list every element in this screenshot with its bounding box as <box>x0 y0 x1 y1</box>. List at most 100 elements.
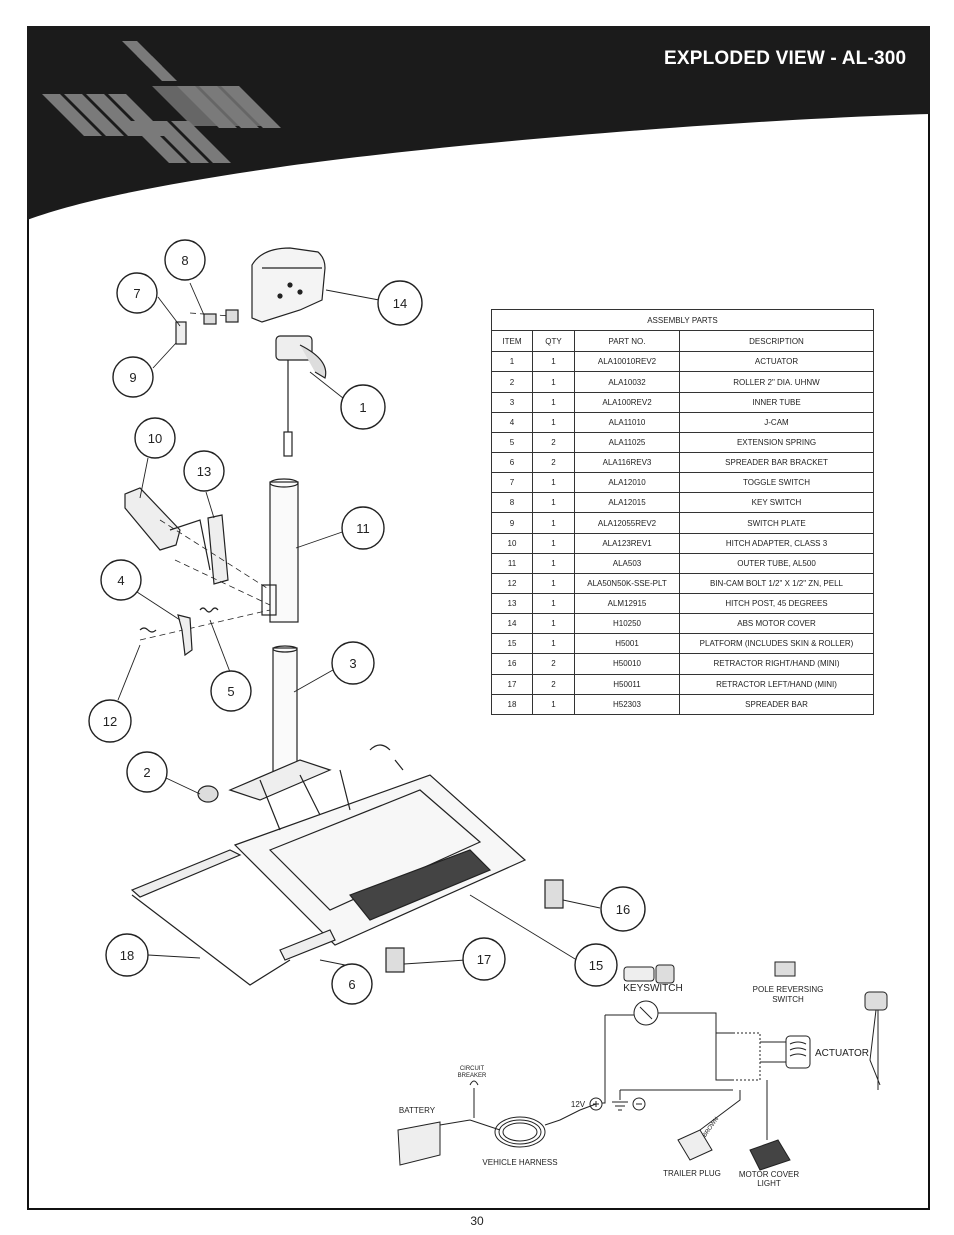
callout-8: 8 <box>181 253 188 268</box>
voltage-label: 12V <box>571 1100 586 1109</box>
table-cell: SWITCH PLATE <box>679 512 874 534</box>
table-caption: ASSEMBLY PARTS <box>491 308 874 332</box>
assembly-parts-table: ASSEMBLY PARTS ITEM QTY PART NO. DESCRIP… <box>491 308 874 716</box>
callout-12: 12 <box>103 714 117 729</box>
table-cell: H52303 <box>574 693 680 716</box>
column-header: ITEM <box>491 330 533 353</box>
table-cell: H50010 <box>574 653 680 675</box>
wiring-diagram <box>397 961 888 1171</box>
table-cell: 1 <box>532 512 575 534</box>
table-cell: 2 <box>491 371 533 393</box>
table-cell: ALA503 <box>574 552 680 574</box>
motor-cover-light-label-line2: LIGHT <box>757 1179 781 1188</box>
hitch-post-drawing <box>207 514 229 585</box>
table-cell: 1 <box>532 391 575 413</box>
table-cell: KEY SWITCH <box>679 492 874 514</box>
table-cell: H5001 <box>574 633 680 655</box>
table-cell: PLATFORM (INCLUDES SKIN & ROLLER) <box>679 633 874 655</box>
table-cell: 9 <box>491 512 533 534</box>
inner-tube-drawing <box>272 645 298 779</box>
battery-label: BATTERY <box>399 1106 436 1115</box>
table-cell: EXTENSION SPRING <box>679 431 874 454</box>
table-cell: 7 <box>491 472 533 494</box>
table-cell: 4 <box>491 411 533 433</box>
table-cell: ALA12010 <box>574 472 680 494</box>
trailer-plug-label: TRAILER PLUG <box>663 1169 721 1178</box>
table-cell: 8 <box>491 492 533 514</box>
table-cell: 17 <box>491 673 533 695</box>
motor-cover-drawing <box>251 247 326 323</box>
callout-18: 18 <box>120 948 134 963</box>
callout-10: 10 <box>148 431 162 446</box>
callout-11: 11 <box>356 521 370 536</box>
callout-circles <box>88 239 646 1005</box>
table-cell: ALA123REV1 <box>574 532 680 554</box>
table-cell: HITCH ADAPTER, CLASS 3 <box>679 532 874 554</box>
platform-drawing <box>228 759 527 946</box>
table-cell: ALA100REV2 <box>574 391 680 413</box>
callout-6: 6 <box>348 977 355 992</box>
table-cell: ALA50N50K-SSE-PLT <box>574 572 680 595</box>
column-header: PART NO. <box>574 330 680 353</box>
table-cell: 16 <box>491 653 533 675</box>
table-cell: 1 <box>532 693 575 716</box>
table-cell: 1 <box>532 633 575 655</box>
table-cell: BIN-CAM BOLT 1/2" X 1/2" ZN, PELL <box>679 572 874 595</box>
table-cell: H50011 <box>574 673 680 695</box>
actuator-label: ACTUATOR <box>815 1048 869 1059</box>
table-cell: ABS MOTOR COVER <box>679 613 874 635</box>
vehicle-harness-label: VEHICLE HARNESS <box>482 1158 557 1167</box>
table-cell: 6 <box>491 452 533 474</box>
table-cell: 2 <box>532 452 575 474</box>
table-cell: 1 <box>532 532 575 554</box>
callout-15: 15 <box>589 958 603 973</box>
motor-cover-light-label-line1: MOTOR COVER <box>739 1170 800 1179</box>
table-cell: TOGGLE SWITCH <box>679 472 874 494</box>
table-cell: 13 <box>491 592 533 615</box>
callout-1: 1 <box>359 400 366 415</box>
table-cell: ROLLER 2" DIA. UHNW <box>679 371 874 393</box>
hitch-adapter-drawing <box>124 487 211 571</box>
table-cell: RETRACTOR RIGHT/HAND (MINI) <box>679 653 874 675</box>
page-title: EXPLODED VIEW - AL-300 <box>664 48 907 69</box>
table-cell: SPREADER BAR <box>679 693 874 716</box>
table-cell: 14 <box>491 613 533 635</box>
table-cell: 1 <box>532 371 575 393</box>
pole-switch-label-line1: POLE REVERSING <box>753 985 824 994</box>
table-cell: 1 <box>532 592 575 615</box>
table-cell: 1 <box>532 552 575 574</box>
callout-13: 13 <box>197 464 211 479</box>
table-cell: HITCH POST, 45 DEGREES <box>679 592 874 615</box>
callout-2: 2 <box>143 765 150 780</box>
keyswitch-label: KEYSWITCH <box>623 983 682 994</box>
switch-plate-drawing <box>175 309 239 345</box>
table-cell: 1 <box>532 492 575 514</box>
table-cell: ACTUATOR <box>679 351 874 373</box>
callout-9: 9 <box>129 370 136 385</box>
table-cell: 15 <box>491 633 533 655</box>
column-header: DESCRIPTION <box>679 330 874 353</box>
table-cell: 1 <box>532 351 575 373</box>
column-header: QTY <box>532 330 575 353</box>
table-cell: 1 <box>532 411 575 433</box>
table-cell: 2 <box>532 673 575 695</box>
callout-14: 14 <box>393 296 407 311</box>
table-cell: ALA116REV3 <box>574 452 680 474</box>
table-cell: 12 <box>491 572 533 595</box>
table-cell: ALA11025 <box>574 431 680 454</box>
brand-logo <box>42 41 281 163</box>
